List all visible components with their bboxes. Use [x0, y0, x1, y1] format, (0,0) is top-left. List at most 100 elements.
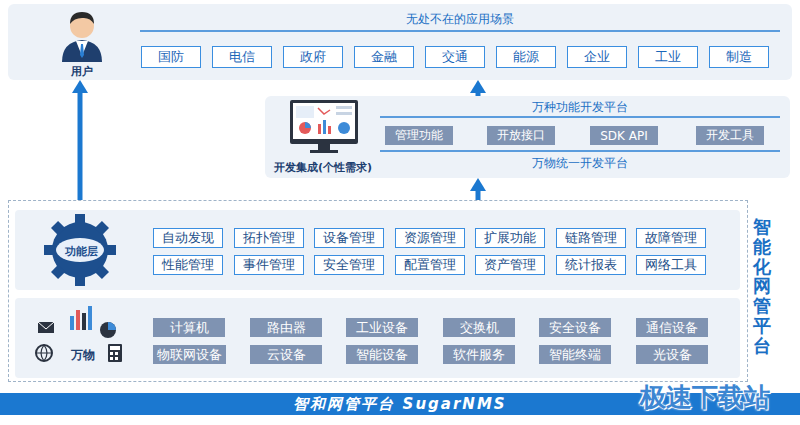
panel-heading: 功能层 [51, 244, 111, 259]
box-label: 交换机 [460, 319, 499, 337]
device-box: 交换机 [443, 318, 515, 337]
box-label: 软件服务 [453, 346, 505, 364]
function-box: 拓扑管理 [234, 228, 304, 248]
panel-ground [15, 298, 740, 378]
things-panel: 万物 计算机 路由器 工业设备 交换机 安全设备 通信设备物联网设备 云设备 智能设备 软件服务 智… [16, 299, 741, 379]
tool-box: 开放接口 [487, 126, 555, 145]
box-label: 企业 [584, 48, 610, 66]
box-label: 工业设备 [356, 319, 408, 337]
monitor-icon [290, 100, 358, 153]
platform-frame: 智能化网管平台功能层自动发现拓扑管理设备管理资源管理扩展功能链路管理故障管理性能… [8, 200, 748, 382]
function-box: 设备管理 [314, 228, 384, 248]
scene-panel: 用户 无处不在的应用场景国防 电信 政府 金融 交通 能源 企业 工业 制造 [8, 4, 792, 80]
panel-ground [265, 96, 790, 178]
box-label: 能源 [513, 48, 539, 66]
box-label: 开放接口 [497, 127, 545, 144]
box-label: 通信设备 [646, 319, 698, 337]
function-box: 资产管理 [475, 255, 545, 275]
device-box: 物联网设备 [153, 345, 226, 364]
box-label: 链路管理 [565, 229, 617, 247]
panel-heading: 万种功能开发平台 [380, 99, 780, 116]
device-box: 安全设备 [539, 318, 611, 337]
panel-ground [8, 4, 792, 80]
panel-ground [15, 210, 740, 290]
flow-arrow [470, 80, 486, 96]
rule-line [380, 116, 780, 118]
box-label: 网络工具 [645, 256, 697, 274]
box-label: 智能终端 [549, 346, 601, 364]
box-label: 安全设备 [549, 319, 601, 337]
box-label: 路由器 [267, 319, 306, 337]
box-label: 智能设备 [356, 346, 408, 364]
tool-box: 管理功能 [385, 126, 453, 145]
device-box: 工业设备 [346, 318, 418, 337]
device-box: 智能终端 [539, 345, 611, 364]
function-box: 故障管理 [636, 228, 706, 248]
user-icon [62, 12, 102, 62]
box-label: 工业 [655, 48, 681, 66]
device-box: 通信设备 [636, 318, 708, 337]
function-box: 安全管理 [314, 255, 384, 275]
panel-heading: 用户 [58, 64, 106, 79]
flow-arrow [72, 80, 88, 200]
box-label: 事件管理 [243, 256, 295, 274]
device-box: 计算机 [153, 318, 225, 337]
function-box: 扩展功能 [475, 228, 545, 248]
box-label: 开发工具 [706, 127, 754, 144]
box-label: 资产管理 [484, 256, 536, 274]
box-label: 自动发现 [162, 229, 214, 247]
function-panel: 功能层 自动发现 拓扑管理 设备管理 资源管理 扩展功能 链路管理 故障管理性能管理 事件管理 安… [16, 211, 741, 291]
box-label: 故障管理 [645, 229, 697, 247]
panel-heading: 万物统一开发平台 [380, 155, 780, 172]
box-label: 配置管理 [404, 256, 456, 274]
scene-box: 能源 [496, 46, 556, 68]
device-box: 智能设备 [346, 345, 418, 364]
box-label: 设备管理 [323, 229, 375, 247]
panel-heading: 智能化网管平台 [753, 217, 771, 356]
scene-box: 工业 [638, 46, 698, 68]
scene-box: 交通 [425, 46, 485, 68]
box-label: 政府 [300, 48, 326, 66]
box-label: 金融 [371, 48, 397, 66]
scene-box: 政府 [283, 46, 343, 68]
box-label: 性能管理 [162, 256, 214, 274]
box-label: 安全管理 [323, 256, 375, 274]
panel-heading: 无处不在的应用场景 [140, 11, 780, 28]
flow-arrow [470, 178, 486, 200]
rule-line [380, 150, 780, 152]
box-label: 国防 [158, 48, 184, 66]
box-label: 交通 [442, 48, 468, 66]
box-label: 计算机 [170, 319, 209, 337]
box-label: 智和网管平台 SugarNMS [293, 395, 506, 414]
tool-box: SDK API [590, 126, 658, 145]
device-box: 光设备 [636, 345, 708, 364]
dev-panel: 开发集成(个性需求) 万种功能开发平台万物统一开发平台 管理功能 开放接口 SDK AP… [265, 96, 790, 178]
watermark: 极速下载站 [640, 380, 770, 415]
function-box: 性能管理 [153, 255, 223, 275]
scene-box: 制造 [709, 46, 769, 68]
device-box: 路由器 [250, 318, 322, 337]
box-label: 制造 [726, 48, 752, 66]
function-box: 配置管理 [395, 255, 465, 275]
panel-heading: 万物 [63, 347, 103, 364]
box-label: 物联网设备 [157, 346, 222, 364]
box-label: 统计报表 [565, 256, 617, 274]
box-label: 云设备 [267, 346, 306, 364]
function-box: 事件管理 [234, 255, 304, 275]
box-label: 资源管理 [404, 229, 456, 247]
box-label: SDK API [600, 129, 648, 143]
gear-icon [44, 214, 116, 286]
panel-heading: 开发集成(个性需求) [274, 160, 394, 175]
device-box: 云设备 [250, 345, 322, 364]
scene-box: 金融 [354, 46, 414, 68]
scene-box: 电信 [212, 46, 272, 68]
function-box: 自动发现 [153, 228, 223, 248]
function-box: 网络工具 [636, 255, 706, 275]
box-label: 管理功能 [395, 127, 443, 144]
box-label: 电信 [229, 48, 255, 66]
function-box: 链路管理 [556, 228, 626, 248]
box-label: 光设备 [653, 346, 692, 364]
function-box: 资源管理 [395, 228, 465, 248]
box-label: 拓扑管理 [243, 229, 295, 247]
box-label: 扩展功能 [484, 229, 536, 247]
